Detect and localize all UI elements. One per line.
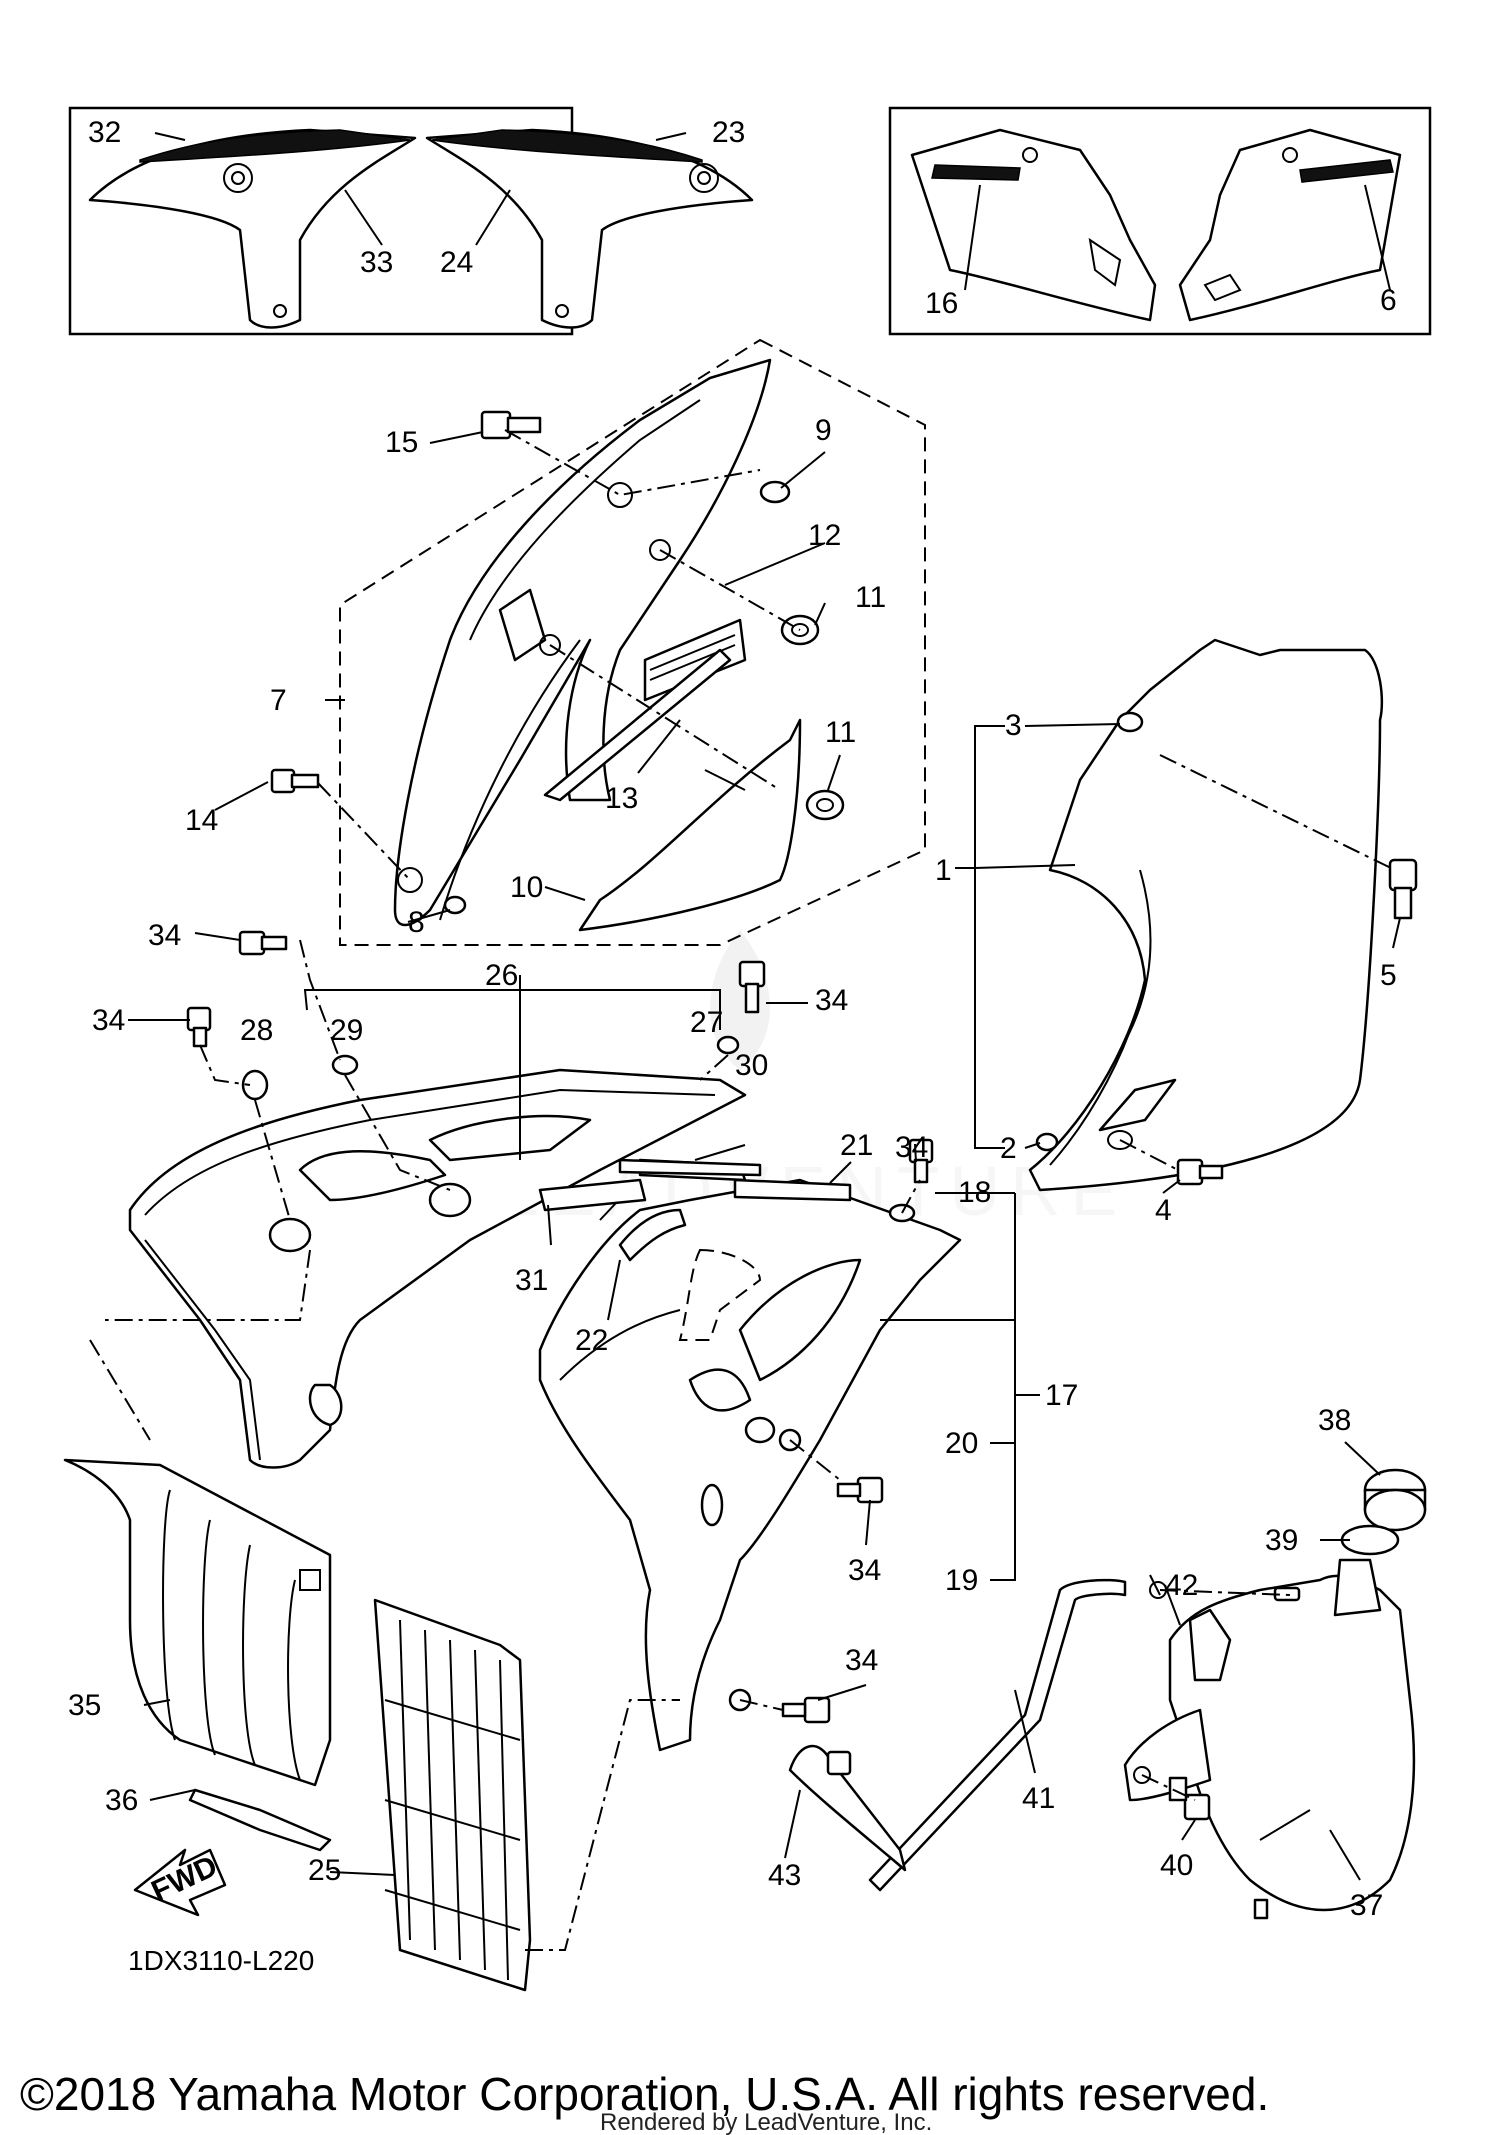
callout-18: 18 bbox=[958, 1176, 991, 1209]
foam-strip-21 bbox=[733, 1178, 852, 1202]
callout-5: 5 bbox=[1380, 959, 1397, 992]
callout-32: 32 bbox=[88, 116, 121, 149]
callout-1: 1 bbox=[935, 854, 952, 887]
callout-4: 4 bbox=[1155, 1194, 1172, 1227]
callout-34f: 34 bbox=[845, 1644, 878, 1677]
side-cover bbox=[1028, 638, 1384, 1192]
shroud-left bbox=[128, 1068, 747, 1469]
bolt-5 bbox=[1388, 858, 1418, 920]
callout-40: 40 bbox=[1160, 1849, 1193, 1882]
shroud-seal bbox=[543, 648, 732, 802]
callout-43: 43 bbox=[768, 1859, 801, 1892]
callout-33: 33 bbox=[360, 246, 393, 279]
radiator-guard bbox=[373, 1598, 532, 1992]
foam-strip-22 bbox=[618, 1208, 687, 1262]
shroud-right bbox=[538, 1178, 962, 1752]
callout-34d: 34 bbox=[895, 1131, 928, 1164]
callout-11a: 11 bbox=[855, 581, 886, 614]
callout-13: 13 bbox=[605, 782, 638, 815]
callout-26: 26 bbox=[485, 959, 518, 992]
callout-36: 36 bbox=[105, 1784, 138, 1817]
grommet-11b bbox=[805, 789, 845, 821]
callout-21: 21 bbox=[840, 1129, 873, 1162]
callout-34a: 34 bbox=[148, 919, 181, 952]
callout-37: 37 bbox=[1350, 1889, 1383, 1922]
callout-2: 2 bbox=[1000, 1132, 1017, 1165]
callout-19: 19 bbox=[945, 1564, 978, 1597]
bolt-4 bbox=[1176, 1158, 1224, 1186]
foam-strip-31 bbox=[538, 1178, 647, 1212]
callout-labels: 1 2 3 4 5 6 7 8 9 10 11 11 12 13 14 15 1… bbox=[68, 116, 1397, 1922]
copyright-notice: ©2018 Yamaha Motor Corporation, U.S.A. A… bbox=[20, 2068, 1269, 2120]
collar-8 bbox=[443, 895, 467, 915]
callout-31: 31 bbox=[515, 1264, 548, 1297]
bolt-14 bbox=[270, 768, 320, 794]
callout-23: 23 bbox=[712, 116, 745, 149]
tank-cap bbox=[1363, 1468, 1427, 1532]
callout-30: 30 bbox=[735, 1049, 768, 1082]
shroud-graphic-left bbox=[88, 128, 417, 329]
foam-strip-30 bbox=[618, 1158, 762, 1177]
callout-34b: 34 bbox=[92, 1004, 125, 1037]
collar-27 bbox=[716, 1035, 740, 1055]
callout-12: 12 bbox=[808, 519, 841, 552]
diagram-code: 1DX3110-L220 bbox=[128, 1945, 314, 1976]
gasket-39 bbox=[1340, 1524, 1400, 1556]
callout-35: 35 bbox=[68, 1689, 101, 1722]
callout-27: 27 bbox=[690, 1006, 723, 1039]
callout-7: 7 bbox=[270, 684, 287, 717]
callout-14: 14 bbox=[185, 804, 218, 837]
grommet-28 bbox=[241, 1069, 269, 1101]
callout-6: 6 bbox=[1380, 284, 1397, 317]
hose-clamp-43 bbox=[788, 1744, 907, 1872]
shroud-inner-panel bbox=[393, 358, 772, 927]
callout-3: 3 bbox=[1005, 709, 1022, 742]
collar-2 bbox=[1035, 1132, 1059, 1152]
callout-24: 24 bbox=[440, 246, 473, 279]
air-guide bbox=[63, 1458, 332, 1787]
hose-clip-42 bbox=[1149, 1574, 1167, 1599]
bolt-34a bbox=[238, 930, 288, 956]
side-cover-graphic-left bbox=[910, 128, 1157, 322]
callout-16: 16 bbox=[925, 287, 958, 320]
fuel-tank bbox=[1123, 1558, 1416, 1920]
shroud-foam-strip bbox=[643, 618, 747, 702]
side-cover-graphics-box bbox=[888, 106, 1432, 336]
breather-hose bbox=[868, 1578, 1127, 1892]
collar-3 bbox=[1116, 711, 1144, 733]
side-cover-graphic-right bbox=[1178, 128, 1402, 322]
callout-10: 10 bbox=[510, 871, 543, 904]
shroud-graphic-right bbox=[425, 128, 754, 329]
rendered-by: Rendered by LeadVenture, Inc. bbox=[600, 2109, 932, 2135]
callout-8: 8 bbox=[408, 906, 425, 939]
callout-42: 42 bbox=[1165, 1569, 1198, 1602]
callout-34e: 34 bbox=[848, 1554, 881, 1587]
bolt-34c bbox=[738, 960, 766, 1014]
bolt-34f bbox=[781, 1696, 831, 1724]
callout-11b: 11 bbox=[825, 716, 856, 749]
callout-22: 22 bbox=[575, 1324, 608, 1357]
callout-39: 39 bbox=[1265, 1524, 1298, 1557]
shroud-air-deflector bbox=[578, 718, 802, 932]
shroud-assembly-boundary bbox=[339, 338, 926, 946]
callout-28: 28 bbox=[240, 1014, 273, 1047]
callout-29: 29 bbox=[330, 1014, 363, 1047]
callout-15: 15 bbox=[385, 426, 418, 459]
callout-20: 20 bbox=[945, 1427, 978, 1460]
callout-34c: 34 bbox=[815, 984, 848, 1017]
callout-25: 25 bbox=[308, 1854, 341, 1887]
callout-38: 38 bbox=[1318, 1404, 1351, 1437]
callout-9: 9 bbox=[815, 414, 832, 447]
collar-29 bbox=[331, 1054, 359, 1076]
bolt-34e bbox=[836, 1476, 884, 1504]
bolt-15 bbox=[480, 410, 542, 440]
callout-41: 41 bbox=[1022, 1782, 1055, 1815]
forward-direction-badge: FWD bbox=[133, 1848, 227, 1917]
seal-36 bbox=[188, 1788, 332, 1852]
callout-17: 17 bbox=[1045, 1379, 1078, 1412]
bolt-34b bbox=[186, 1006, 212, 1048]
